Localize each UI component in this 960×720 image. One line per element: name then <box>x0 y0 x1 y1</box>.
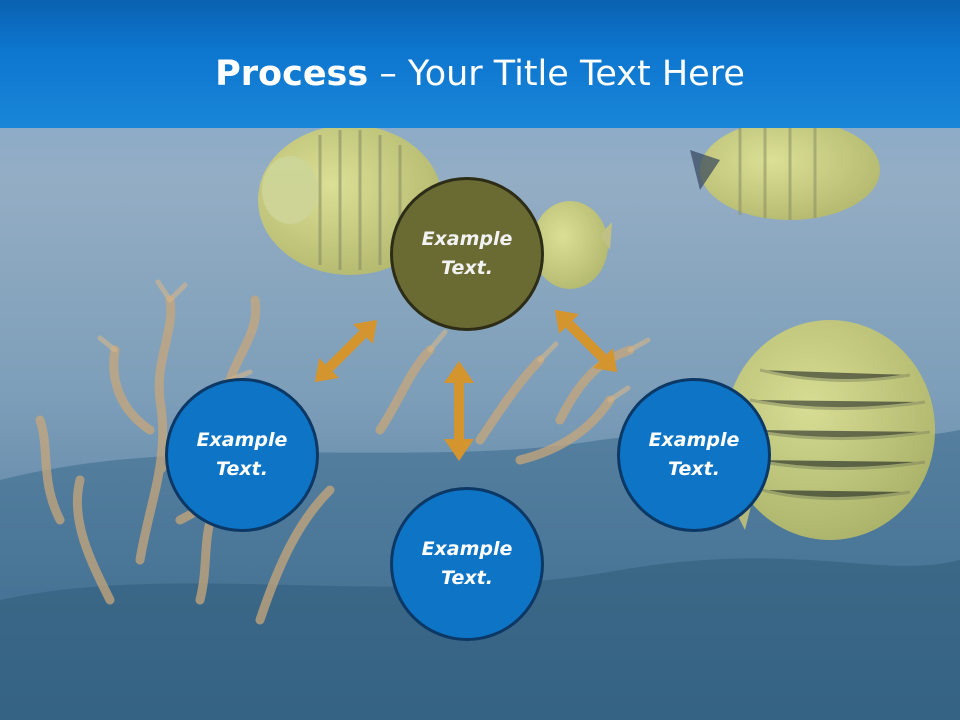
node-left: Example Text. <box>165 378 319 532</box>
node-right-text: Example Text. <box>648 429 740 480</box>
slide-title-strong: Process <box>215 54 369 94</box>
node-bottom: Example Text. <box>390 487 544 641</box>
node-right: Example Text. <box>617 378 771 532</box>
node-bottom-text: Example Text. <box>421 538 513 589</box>
slide-title-rest: – Your Title Text Here <box>368 54 745 94</box>
arrow-right-top <box>554 309 618 373</box>
node-left-text: Example Text. <box>196 429 288 480</box>
arrow-center <box>444 361 474 461</box>
slide-title: Process – Your Title Text Here <box>0 52 960 96</box>
node-top-text: Example Text. <box>421 228 513 279</box>
arrow-left-top <box>314 319 378 383</box>
title-banner <box>0 0 960 128</box>
node-top: Example Text. <box>390 177 544 331</box>
